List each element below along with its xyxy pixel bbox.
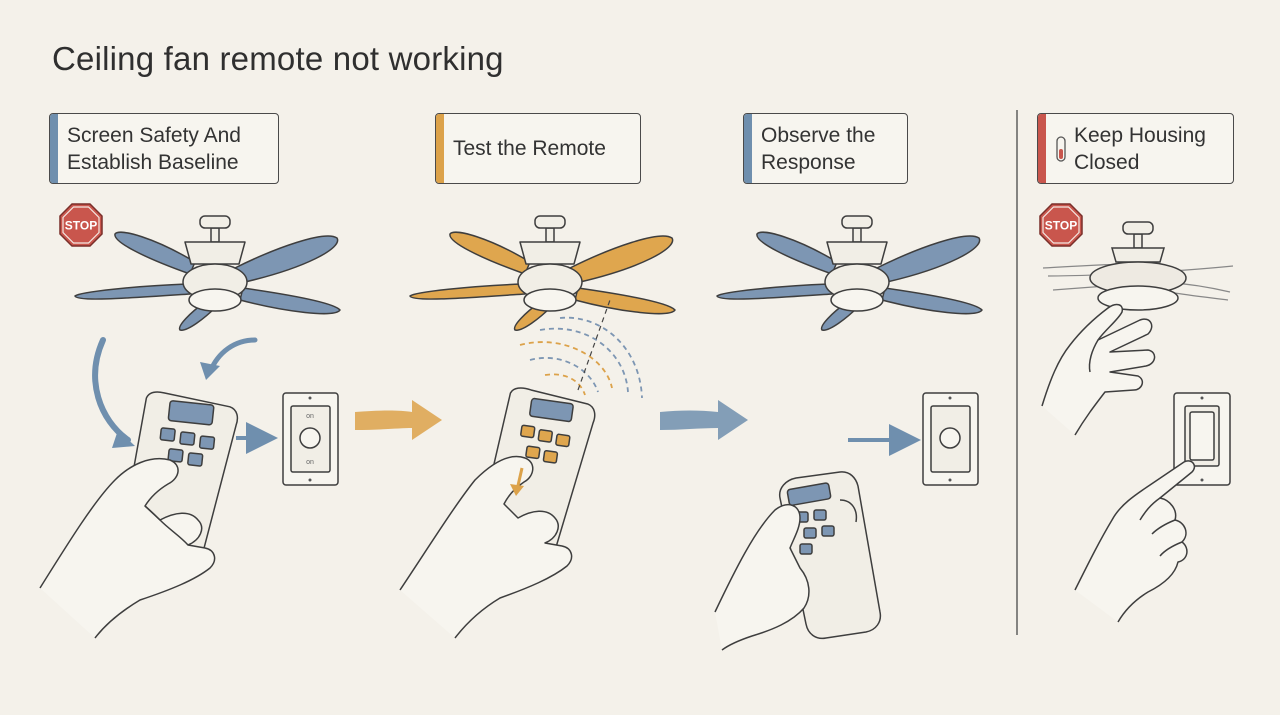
arrow-icon [660, 400, 748, 440]
hand-holding-remote-icon [714, 471, 882, 651]
step-3-label-text: Observe the Response [761, 123, 876, 174]
stop-sign-text: STOP [65, 219, 97, 233]
wall-switch-icon: on on [282, 392, 339, 486]
curved-arrow-icon [112, 430, 135, 448]
step-4-label: Keep Housing Closed [1037, 113, 1234, 184]
switch-bottom-label: on [306, 459, 314, 466]
spinning-fan-icon [1042, 221, 1234, 311]
wall-switch-icon [922, 392, 979, 486]
stop-sign-icon: STOP [1039, 203, 1083, 247]
stop-sign-text: STOP [1045, 219, 1077, 233]
thermometer-icon [1056, 136, 1066, 162]
curved-arrow-icon [200, 362, 220, 380]
step-4-label-text: Keep Housing Closed [1074, 123, 1206, 174]
ceiling-fan-icon [716, 215, 983, 331]
press-arrow-icon [510, 484, 524, 496]
step-1-accent [50, 114, 58, 183]
hand-touching-housing-icon [1041, 303, 1156, 436]
hand-holding-remote-icon [39, 391, 239, 639]
step-2-label: Test the Remote [435, 113, 641, 184]
hand-holding-remote-icon [399, 387, 596, 639]
arrow-icon [355, 400, 442, 440]
step-3-label: Observe the Response [743, 113, 908, 184]
signal-waves-icon [519, 299, 643, 399]
step-2-label-text: Test the Remote [453, 137, 606, 160]
page-title: Ceiling fan remote not working [52, 40, 504, 77]
step-2-accent [436, 114, 444, 183]
curved-arrow-icon [92, 337, 131, 443]
step-3-accent [744, 114, 752, 183]
stop-sign-icon: STOP [59, 203, 103, 247]
step-1-label-text: Screen Safety And Establish Baseline [67, 123, 241, 174]
switch-top-label: on [306, 413, 314, 420]
step-4-accent [1038, 114, 1046, 183]
ceiling-fan-icon [409, 215, 676, 331]
hand-pointing-switch-icon [1074, 460, 1196, 623]
step-1-label: Screen Safety And Establish Baseline [49, 113, 279, 184]
ceiling-fan-icon [74, 215, 341, 331]
